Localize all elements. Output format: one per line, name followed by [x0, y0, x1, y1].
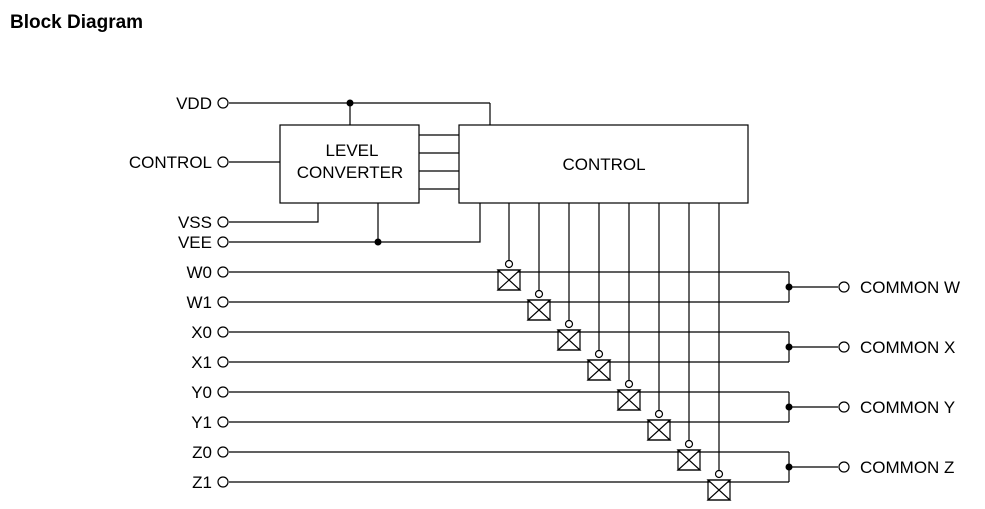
channel-label-w1: W1 [187, 293, 213, 312]
vee-terminal [217, 236, 229, 248]
terminal-x1 [217, 356, 229, 368]
label-common-z: COMMON Z [860, 458, 954, 477]
vdd-terminal [217, 97, 229, 109]
terminal-y0 [217, 386, 229, 398]
switch-top-bowtie-y0 [616, 389, 642, 411]
control-block [458, 124, 749, 204]
channel-label-w0: W0 [187, 263, 213, 282]
switch-top-bowtie-x0 [556, 329, 582, 351]
switch-bubble-z1 [714, 469, 724, 479]
terminal-x0 [217, 326, 229, 338]
vss-wire [229, 203, 319, 223]
junction-common-z [785, 463, 793, 471]
channel-label-y1: Y1 [191, 413, 212, 432]
channel-label-y0: Y0 [191, 383, 212, 402]
switch-w1 [527, 299, 551, 321]
vss-label: VSS [178, 213, 212, 232]
switch-y1 [647, 419, 671, 441]
channel-label-x0: X0 [191, 323, 212, 342]
level-converter-block [279, 124, 420, 204]
terminal-y1 [217, 416, 229, 428]
vdd-label: VDD [176, 94, 212, 113]
switch-y0 [617, 389, 641, 411]
switch-x1 [587, 359, 611, 381]
switch-z1 [707, 479, 731, 501]
switch-bubble-w0 [504, 259, 514, 269]
control-block-label: CONTROL [562, 155, 645, 174]
switch-bubble-x0 [564, 319, 574, 329]
control-terminal [217, 156, 229, 168]
channel-label-z1: Z1 [192, 473, 212, 492]
switch-top-bowtie-x1 [586, 359, 612, 381]
label-common-x: COMMON X [860, 338, 955, 357]
switch-top-bowtie-w0 [496, 269, 522, 291]
switch-bubble-x1 [594, 349, 604, 359]
junction-common-x [785, 343, 793, 351]
switch-top-bowtie-w1 [526, 299, 552, 321]
switch-x0 [557, 329, 581, 351]
vdd-junction [346, 99, 354, 107]
switch-top-bowtie-z0 [676, 449, 702, 471]
vee-wire [229, 203, 481, 243]
terminal-z0 [217, 446, 229, 458]
switch-bubble-y0 [624, 379, 634, 389]
terminal-common-z [838, 461, 850, 473]
channel-label-z0: Z0 [192, 443, 212, 462]
vee-label: VEE [178, 233, 212, 252]
channel-label-x1: X1 [191, 353, 212, 372]
terminal-common-y [838, 401, 850, 413]
vee-junction [374, 238, 382, 246]
terminal-w1 [217, 296, 229, 308]
terminal-common-x [838, 341, 850, 353]
switch-w0 [497, 269, 521, 291]
common-group: COMMON W COMMON X COMMON Y COMMON Z [785, 272, 960, 482]
diagram-title: Block Diagram [10, 12, 144, 33]
label-common-y: COMMON Y [860, 398, 955, 417]
switch-bubble-w1 [534, 289, 544, 299]
junction-common-w [785, 283, 793, 291]
vss-terminal [217, 216, 229, 228]
label-common-w: COMMON W [860, 278, 960, 297]
level-converter-label-1: LEVEL [326, 141, 379, 160]
switch-bubble-z0 [684, 439, 694, 449]
terminal-common-w [838, 281, 850, 293]
switch-top-bowtie-y1 [646, 419, 672, 441]
switch-bubble-y1 [654, 409, 664, 419]
level-converter-label-2: CONVERTER [297, 163, 403, 182]
terminal-w0 [217, 266, 229, 278]
terminal-z1 [217, 476, 229, 488]
switch-top-bowtie-z1 [706, 479, 732, 501]
control-input-label: CONTROL [129, 153, 212, 172]
switch-z0 [677, 449, 701, 471]
junction-common-y [785, 403, 793, 411]
